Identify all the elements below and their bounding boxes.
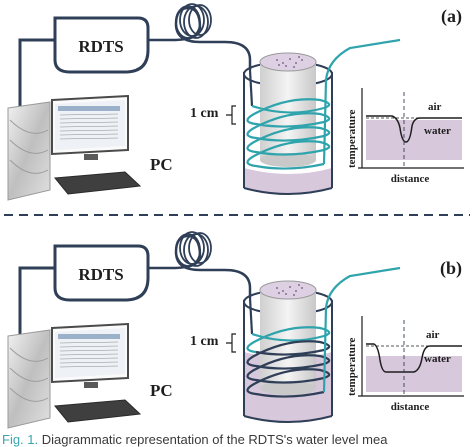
caption-text: Diagrammatic representation of the RDTS'… — [41, 433, 388, 447]
fiber-loops — [175, 231, 212, 267]
x-axis-label-b: distance — [391, 401, 430, 413]
pc-monitor — [51, 322, 129, 388]
panel-a: RDTS (a) — [7, 3, 464, 201]
pc-label: PC — [150, 381, 173, 400]
pc-tower — [7, 101, 51, 201]
cable-pc-rdts — [18, 38, 70, 110]
panel-tag-b: (b) — [440, 258, 462, 279]
rdts-box — [53, 16, 150, 74]
figure-caption: Fig. 1. Diagrammatic representation of t… — [0, 433, 474, 447]
x-axis-label-a: distance — [391, 173, 430, 185]
panel-b: RDTS (b) PC — [7, 231, 464, 429]
pc-tower — [7, 329, 51, 429]
scale-bracket — [226, 105, 236, 125]
fiber-coil — [246, 266, 401, 398]
scale-label: 1 cm — [190, 106, 219, 121]
pc-keyboard — [54, 399, 142, 423]
scale-bracket — [226, 333, 236, 353]
fiber-loops — [175, 3, 212, 39]
air-label-a: air — [428, 101, 442, 113]
cable-pc-rdts — [18, 266, 70, 338]
water-container — [243, 61, 333, 195]
panel-tag-a: (a) — [441, 6, 462, 27]
profile-plot-a: temperature distance air water — [346, 88, 464, 185]
profile-plot-b: temperature distance air water — [346, 316, 464, 413]
fiber-coil — [246, 38, 401, 170]
water-label-a: water — [424, 125, 451, 137]
pc-monitor — [51, 94, 129, 160]
scale-label: 1 cm — [190, 334, 219, 349]
rdts-label: RDTS — [78, 37, 123, 56]
pc-label: PC — [150, 155, 173, 174]
rdts-label: RDTS — [78, 265, 123, 284]
air-label-b: air — [426, 329, 440, 341]
y-axis-label-b: temperature — [346, 337, 358, 396]
inner-cylinder — [259, 52, 317, 167]
pc-keyboard — [54, 171, 142, 195]
y-axis-label-a: temperature — [346, 109, 358, 168]
rdts-box — [53, 244, 150, 302]
water-label-b: water — [424, 353, 451, 365]
caption-figure-number: Fig. 1. — [2, 433, 39, 447]
